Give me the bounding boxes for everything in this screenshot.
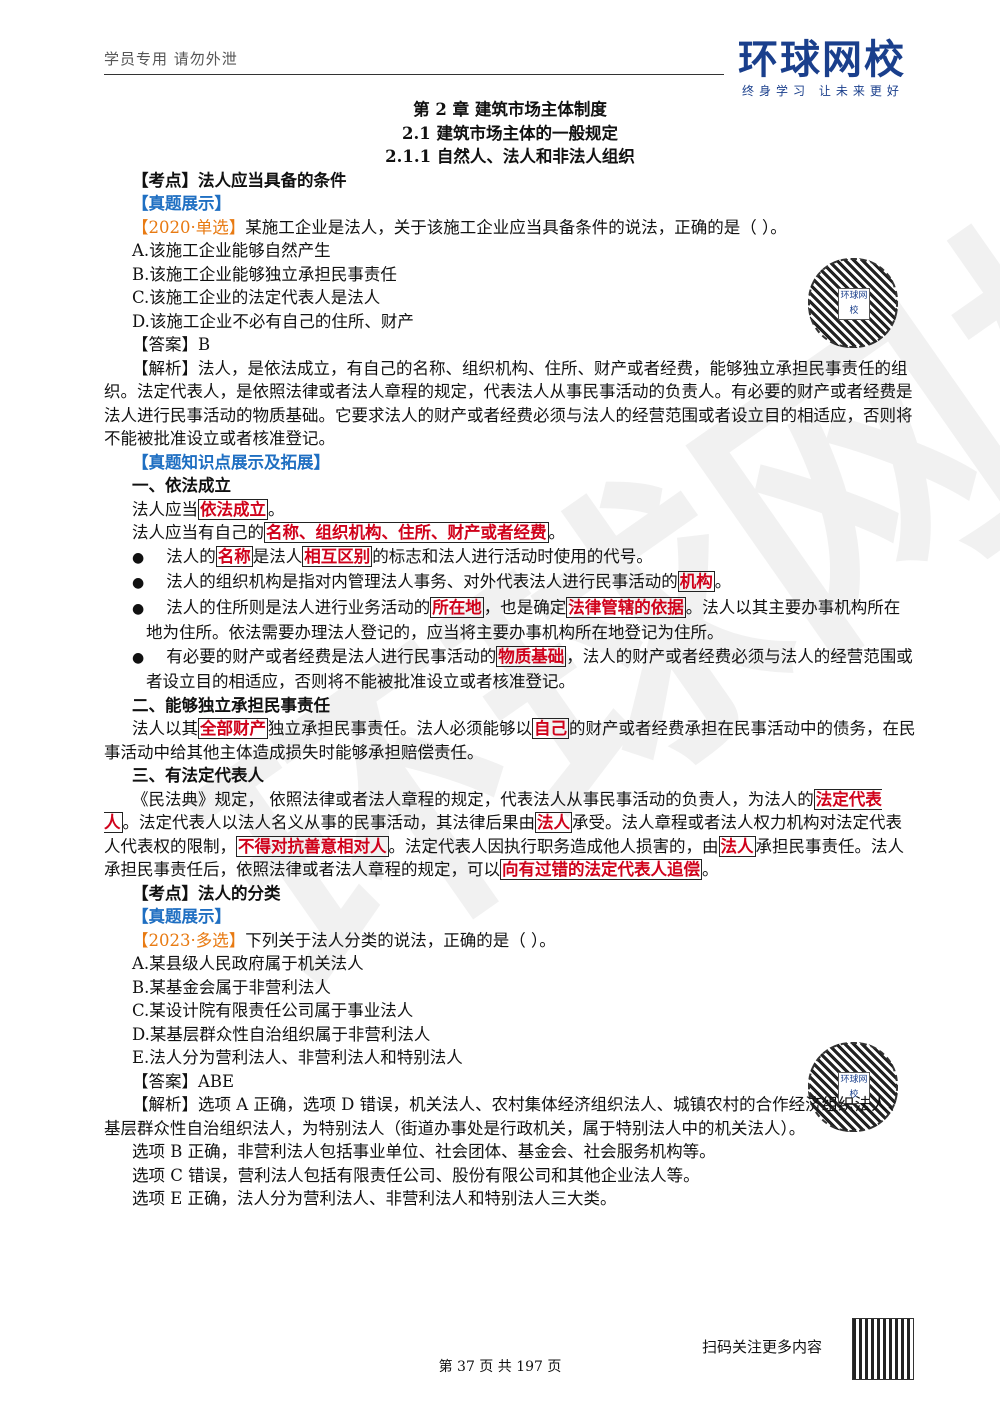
highlight: 全部财产 [198, 718, 268, 739]
analysis: 【解析】选项 A 正确，选项 D 错误，机关法人、农村集体经济组织法人、城镇农村… [104, 1095, 905, 1138]
highlight: 相互区别 [302, 545, 373, 567]
paragraph: 法人以其全部财产独立承担民事责任。法人必须能够以自己的财产或者经费承担在民事活动… [104, 718, 916, 762]
highlight: 法律管辖的依据 [566, 596, 686, 618]
section-heading-3: 三、有法定代表人 [132, 766, 264, 785]
section-title: 2.1 建筑市场主体的一般规定 [402, 123, 618, 143]
answer: 【答案】B [132, 335, 211, 354]
page-number: 第 37 页 共 197 页 [438, 1359, 562, 1375]
expand-heading: 【真题知识点展示及拓展】 [132, 452, 330, 472]
question-text: 某施工企业是法人，关于该施工企业应当具备条件的说法，正确的是（ ）。 [245, 217, 787, 237]
highlight: 向有过错的法定代表人追偿 [500, 859, 702, 880]
footer-qr-code-icon [852, 1318, 914, 1380]
logo-main-text: 环球网校 [738, 37, 906, 83]
highlight: 所在地 [430, 596, 484, 618]
document-body: 第 2 章 建筑市场主体制度 2.1 建筑市场主体的一般规定 2.1.1 自然人… [104, 98, 916, 1211]
question-1: 【2020·单选】某施工企业是法人，关于该施工企业应当具备条件的说法，正确的是（… [104, 216, 916, 240]
kaodian-heading: 【考点】法人应当具备的条件 [132, 170, 347, 190]
highlight: 依法成立 [198, 498, 268, 520]
paragraph: 《民法典》规定， 依照法律或者法人章程的规定，代表法人从事民事活动的负责人，为法… [104, 788, 904, 880]
kaodian-heading: 【考点】法人的分类 [132, 883, 281, 903]
highlight: 自己 [532, 718, 569, 739]
header-left-text: 学员专用 请勿外泄 [104, 50, 238, 68]
option: C.该施工企业的法定代表人是法人 [132, 288, 381, 307]
answer: 【答案】ABE [132, 1071, 235, 1091]
question-tag: 【2020·单选】 [132, 217, 246, 237]
paragraph: 法人应当依法成立。 [132, 498, 285, 520]
zhenti-heading: 【真题展示】 [132, 907, 231, 926]
option: E.法人分为营利法人、非营利法人和特别法人 [132, 1048, 463, 1067]
highlight: 法定代表人 [104, 788, 882, 833]
logo-slogan: 终身学习 让未来更好 [742, 84, 904, 98]
highlight: 机构 [677, 571, 715, 592]
option: B.该施工企业能够独立承担民事责任 [132, 264, 397, 284]
header-divider [104, 74, 724, 75]
analysis: 【解析】法人，是依法成立，有自己的名称、组织机构、住所、财产或者经费，能够独立承… [104, 358, 913, 449]
option: D.某基层群众性自治组织属于非营利法人 [132, 1024, 431, 1044]
option: C.某设计院有限责任公司属于事业法人 [132, 1001, 414, 1020]
section-heading-1: 一、依法成立 [132, 476, 231, 495]
qr-center-label: 环球网校 [838, 1072, 870, 1104]
chapter-title: 第 2 章 建筑市场主体制度 [413, 100, 607, 119]
highlight: 法人 [718, 835, 756, 857]
question-text: 下列关于法人分类的说法，正确的是（ ）。 [245, 930, 556, 950]
section-heading-2: 二、能够独立承担民事责任 [132, 695, 330, 715]
highlight: 物质基础 [496, 645, 567, 667]
highlight: 名称、组织机构、住所、财产或者经费 [264, 522, 549, 543]
option: A.该施工企业能够自然产生 [132, 241, 331, 260]
bullet-item: 有必要的财产或者经费是法人进行民事活动的物质基础，法人的财产或者经费必须与法人的… [104, 645, 916, 694]
paragraph: 法人应当有自己的名称、组织机构、住所、财产或者经费。 [132, 522, 565, 543]
explanation: 选项 B 正确，非营利法人包括事业单位、社会团体、基金会、社会服务机构等。 [132, 1142, 716, 1161]
option: D.该施工企业不必有自己的住所、财产 [132, 311, 414, 331]
qr-center-label: 环球网校 [838, 288, 870, 320]
question-tag: 【2023·多选】 [132, 930, 246, 950]
option: A.某县级人民政府属于机关法人 [132, 954, 364, 973]
footer-scan-text: 扫码关注更多内容 [702, 1338, 823, 1356]
option: B.某基金会属于非营利法人 [132, 977, 331, 997]
zhenti-heading: 【真题展示】 [132, 194, 231, 213]
qr-code-icon: 环球网校 [808, 258, 898, 348]
explanation: 选项 C 错误，营利法人包括有限责任公司、股份有限公司和其他企业法人等。 [132, 1165, 700, 1185]
highlight: 名称 [215, 545, 253, 567]
subsection-title: 2.1.1 自然人、法人和非法人组织 [385, 147, 635, 166]
brand-logo: 环球网校 终身学习 让未来更好 [738, 38, 918, 99]
question-2: 【2023·多选】下列关于法人分类的说法，正确的是（ ）。 [104, 929, 916, 953]
qr-code-icon: 环球网校 [808, 1042, 898, 1132]
explanation: 选项 E 正确，法人分为营利法人、非营利法人和特别法人三大类。 [132, 1189, 617, 1208]
highlight: 法人 [535, 812, 572, 833]
highlight: 不得对抗善意相对人 [236, 835, 389, 857]
bullet-item: 法人的住所则是法人进行业务活动的所在地，也是确定法律管辖的依据。法人以其主要办事… [104, 596, 916, 645]
